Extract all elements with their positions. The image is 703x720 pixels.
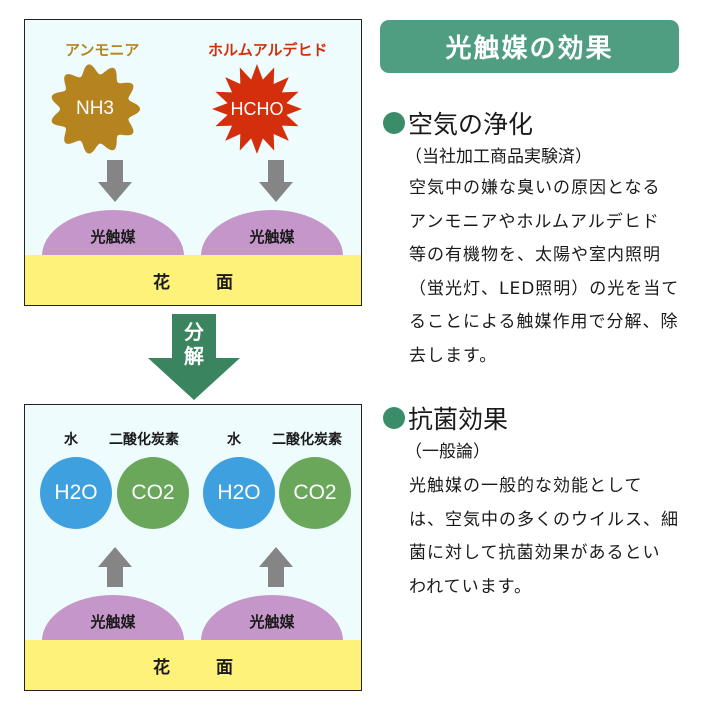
photocatalyst-layer: 光触媒 <box>201 595 343 641</box>
body-line: 空気中の嫌な臭いの原因となる <box>409 178 661 198</box>
body-line: ることによる触媒作用で分解、除 <box>409 312 679 332</box>
section-heading-text: 抗菌効果 <box>408 405 509 434</box>
decompose-arrow: 分 解 <box>148 314 240 400</box>
decompose-label-line: 解 <box>184 344 204 368</box>
bullet-icon <box>383 407 405 429</box>
ammonia-molecule: NH3 <box>49 63 141 155</box>
body-line: われています。 <box>409 576 532 597</box>
section-subheading: （一般論） <box>405 442 490 462</box>
page-title: 光触媒の効果 <box>380 20 679 73</box>
water-molecule: H2O <box>40 457 112 529</box>
body-line: 光触媒の一般的な効能として <box>409 476 643 496</box>
flower-surface: 花 面 <box>25 255 361 305</box>
carbon-dioxide-molecule: CO2 <box>279 457 351 529</box>
body-line: 等の有機物を、太陽や室内照明 <box>409 245 661 265</box>
before-panel: アンモニア ホルムアルデヒド NH3 HCHO 光触媒 光触媒 花 面 <box>24 19 362 306</box>
ammonia-formula: NH3 <box>75 98 114 119</box>
carbon-dioxide-label: 二酸化炭素 <box>272 432 342 448</box>
section-body: 空気中の嫌な臭いの原因となる アンモニアやホルムアルデヒド 等の有機物を、太陽や… <box>409 172 699 373</box>
carbon-dioxide-label: 二酸化炭素 <box>109 432 179 448</box>
after-panel: 水 二酸化炭素 水 二酸化炭素 H2O CO2 H2O CO2 光触媒 光触媒 … <box>24 404 362 691</box>
decompose-label: 分 解 <box>148 320 240 368</box>
flower-surface: 花 面 <box>25 640 361 690</box>
carbon-dioxide-molecule: CO2 <box>117 457 189 529</box>
water-label: 水 <box>227 432 241 448</box>
photocatalyst-layer: 光触媒 <box>201 210 343 256</box>
photocatalyst-layer: 光触媒 <box>42 210 184 256</box>
body-line: は、空気中の多くのウイルス、細 <box>409 509 679 530</box>
body-line: 菌に対して抗菌効果があるとい <box>409 543 661 563</box>
down-arrow-icon <box>259 160 293 202</box>
up-arrow-icon <box>98 547 132 587</box>
formaldehyde-formula: HCHO <box>230 98 284 119</box>
section-subheading: （当社加工商品実験済） <box>405 147 592 167</box>
starburst-icon <box>212 64 302 154</box>
bullet-icon <box>383 112 405 134</box>
up-arrow-icon <box>259 547 293 587</box>
water-label: 水 <box>64 432 78 448</box>
green-down-arrow-icon <box>148 314 240 400</box>
section-body: 光触媒の一般的な効能として は、空気中の多くのウイルス、細 菌に対して抗菌効果が… <box>409 470 699 604</box>
body-line: アンモニアやホルムアルデヒド <box>409 211 660 232</box>
body-line: 去します。 <box>409 345 498 366</box>
decompose-label-line: 分 <box>184 320 204 344</box>
water-molecule: H2O <box>203 457 275 529</box>
wavy-badge-icon <box>51 64 141 154</box>
section-heading: 空気の浄化 <box>383 105 533 141</box>
formaldehyde-label: ホルムアルデヒド <box>208 41 328 59</box>
section-heading-text: 空気の浄化 <box>408 110 534 139</box>
photocatalyst-layer: 光触媒 <box>42 595 184 641</box>
body-line: （蛍光灯、LED照明）の光を当て <box>409 278 680 299</box>
section-heading: 抗菌効果 <box>383 400 508 436</box>
down-arrow-icon <box>98 160 132 202</box>
ammonia-label: アンモニア <box>65 41 140 59</box>
formaldehyde-molecule: HCHO <box>211 63 303 155</box>
